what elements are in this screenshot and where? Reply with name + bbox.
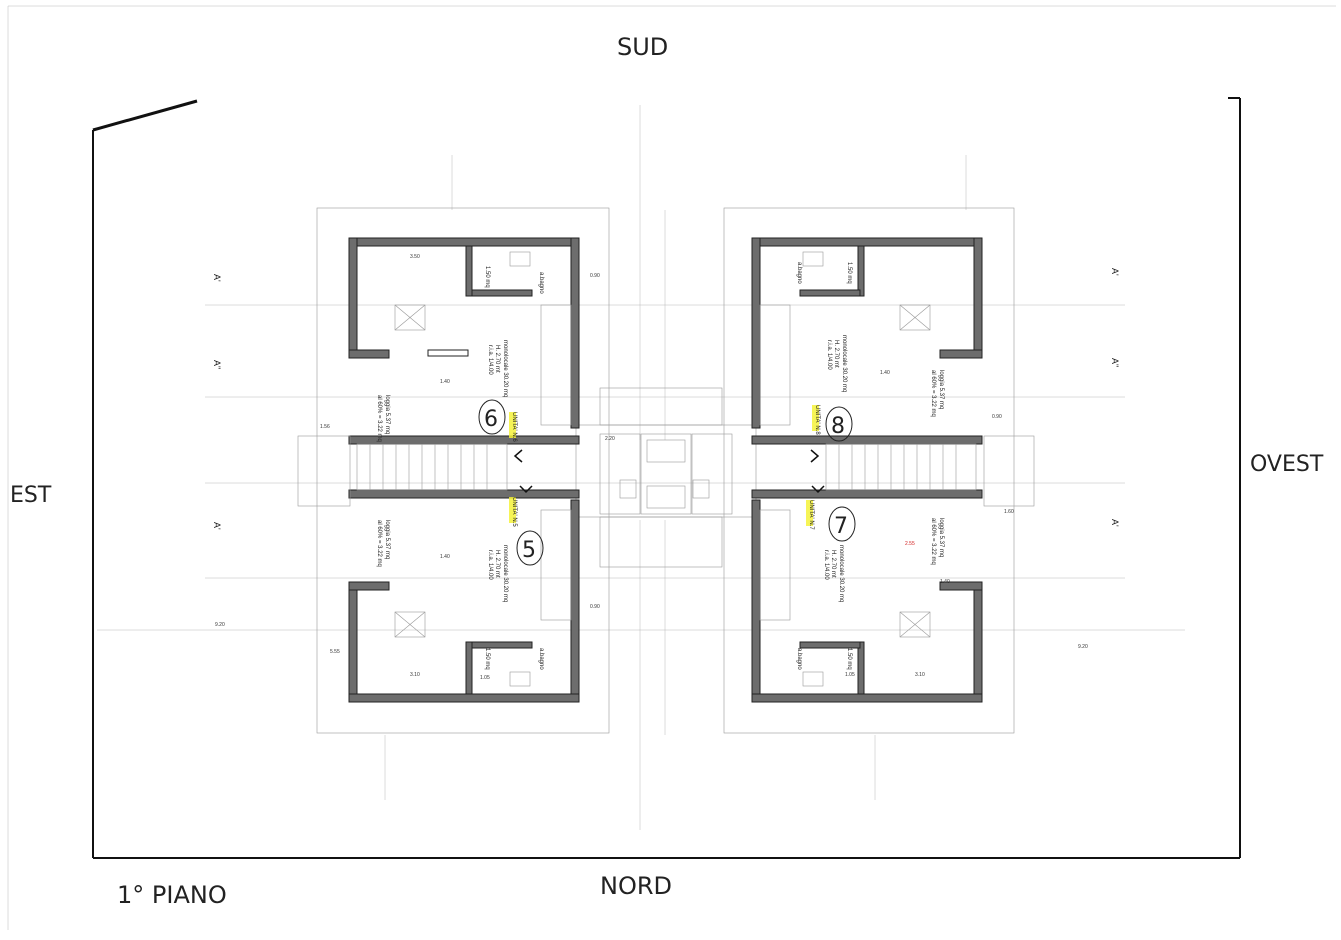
- section-marker: A'': [1110, 358, 1120, 368]
- unit-5-walls: [348, 489, 580, 703]
- dim-label: 1.05: [480, 675, 490, 681]
- section-markers: A' A'' A' A' A'' A': [212, 268, 1120, 530]
- dim-label: 0.90: [590, 604, 600, 610]
- unit-7-monolocale: monolocale 30.20 mq: [838, 545, 844, 602]
- unit-6-walls: [348, 237, 580, 445]
- unit-6-labels: UNITA' N.6 monolocale 30.20 mq H. 2.70 m…: [376, 266, 544, 442]
- unit-6-monolocale: monolocale 30.20 mq: [502, 340, 508, 397]
- unit-number-circles: 6 5 8 7: [478, 399, 856, 566]
- unit-8-bagno-area: 1.50 mq: [846, 262, 852, 284]
- unit-5-ra: r.i.a. 1/4.00: [487, 550, 493, 580]
- unit-6-ra: r.i.a. 1/4.00: [487, 345, 493, 375]
- dim-label: 0.90: [590, 273, 600, 279]
- unit-8-height: H. 2.70 mt: [833, 340, 839, 368]
- arrow-icons: [513, 449, 825, 494]
- unit-6-bagno: a.bagno: [538, 272, 544, 294]
- orientation-bottom: NORD: [600, 872, 672, 900]
- unit-7-bagno-area: 1.50 mq: [846, 648, 852, 670]
- dim-label: 1.60: [1004, 509, 1014, 515]
- unit-5-loggia: loggia 5.37 mq: [384, 520, 390, 559]
- unit-6-loggia: loggia 5.37 mq: [384, 395, 390, 434]
- unit-8-monolocale: monolocale 30.20 mq: [841, 335, 847, 392]
- unit-8-number: 8: [831, 414, 845, 439]
- unit-6-bagno-area: 1.50 mq: [484, 266, 490, 288]
- unit-5-number: 5: [522, 538, 536, 563]
- unit-5-bagno-area: 1.50 mq: [484, 648, 490, 670]
- unit-7-loggia: loggia 5.37 mq: [938, 518, 944, 557]
- section-marker: A': [1110, 519, 1120, 527]
- unit-8-labels: UNITA' N.8 monolocale 30.20 mq H. 2.70 m…: [796, 262, 944, 435]
- orientation-left: EST: [10, 483, 52, 508]
- dim-label: 2.20: [605, 436, 615, 442]
- floor-label: 1° PIANO: [117, 881, 227, 909]
- unit-5-loggia-note: al 60% = 3.22 mq: [376, 520, 382, 567]
- section-marker: A': [1110, 268, 1120, 276]
- unit-8-ra: r.i.a. 1/4.00: [826, 340, 832, 370]
- dim-label: 1.40: [940, 579, 950, 585]
- unit-8-highlight: [812, 405, 819, 431]
- dim-label: 1.56: [320, 424, 330, 430]
- unit-7-loggia-note: al 60% = 3.22 mq: [930, 518, 936, 565]
- dim-label-red: 2.55: [905, 541, 915, 547]
- dim-label: 1.40: [440, 379, 450, 385]
- dim-label: 0.90: [992, 414, 1002, 420]
- unit-7-highlight: [806, 500, 813, 526]
- unit-5-labels: UNITA' N.5 monolocale 30.20 mq H. 2.70 m…: [376, 497, 544, 670]
- construction-lines: [97, 105, 1185, 830]
- unit-7-labels: UNITA' N.7 monolocale 30.20 mq H. 2.70 m…: [796, 500, 944, 670]
- unit-5-highlight: [509, 497, 516, 523]
- unit-8-bagno: a.bagno: [796, 262, 802, 284]
- dim-label: 9.20: [215, 622, 225, 628]
- unit-7-number: 7: [834, 514, 848, 539]
- unit-8-loggia: loggia 5.37 mq: [938, 370, 944, 409]
- orientation-top: SUD: [617, 33, 668, 61]
- unit-5-bagno: a.bagno: [538, 648, 544, 670]
- dim-label: 3.50: [410, 254, 420, 260]
- dim-label: 9.20: [1078, 644, 1088, 650]
- site-boundary: [92, 97, 1241, 859]
- orientation-right: OVEST: [1250, 452, 1324, 477]
- unit-8-walls: [751, 237, 983, 445]
- unit-7-ra: r.i.a. 1/4.00: [823, 550, 829, 580]
- unit-5-monolocale: monolocale 30.20 mq: [502, 545, 508, 602]
- unit-6-label: UNITA' N.6: [511, 412, 517, 442]
- unit-6-height: H. 2.70 mt: [494, 345, 500, 373]
- building-outline: [316, 207, 1015, 734]
- unit-5-height: H. 2.70 mt: [494, 550, 500, 578]
- central-core: [599, 433, 733, 515]
- unit-6-loggia-note: al 60% = 3.22 mq: [376, 395, 382, 442]
- unit-7-bagno: a.bagno: [796, 648, 802, 670]
- unit-7-label: UNITA' N.7: [808, 500, 814, 530]
- dim-label: 1.40: [880, 370, 890, 376]
- dim-label: 3.10: [410, 672, 420, 678]
- dim-label: 5.55: [330, 649, 340, 655]
- unit-5-label: UNITA' N.5: [511, 497, 517, 527]
- unit-6-number: 6: [484, 407, 498, 432]
- unit-8-loggia-note: al 60% = 3.22 mq: [930, 370, 936, 417]
- dim-label: 1.05: [845, 672, 855, 678]
- unit-7-height: H. 2.70 mt: [830, 550, 836, 578]
- section-marker: A'': [212, 360, 222, 370]
- section-marker: A': [212, 522, 222, 530]
- unit-6-highlight: [509, 412, 516, 438]
- dim-label: 3.10: [915, 672, 925, 678]
- unit-8-label: UNITA' N.8: [814, 405, 820, 435]
- dimension-labels: 3.50 0.90 1.56 1.40 2.20 2.55 0.90 1.60 …: [215, 254, 1088, 681]
- unit-7-walls: [751, 489, 983, 703]
- dim-label: 1.40: [440, 554, 450, 560]
- stairs: [297, 435, 1035, 507]
- section-marker: A': [212, 274, 222, 282]
